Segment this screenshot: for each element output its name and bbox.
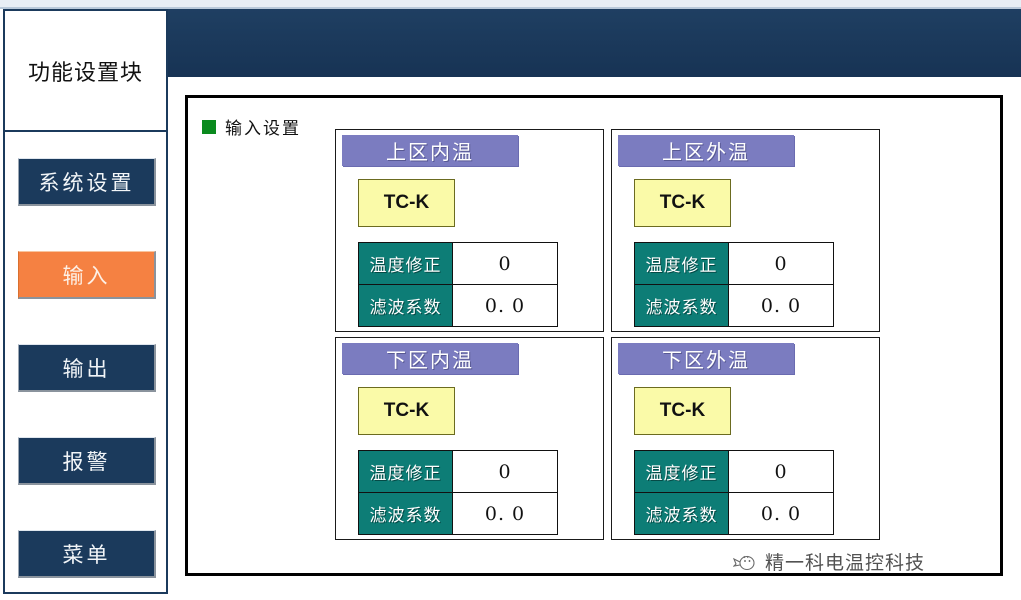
param-row: 滤波系数 0. 0 [359,493,557,534]
param-row: 温度修正 0 [359,451,557,493]
input-panel-upper-inner[interactable]: 上区内温 TC-K 温度修正 0 滤波系数 0. [335,129,604,332]
param-row: 温度修正 0 [359,243,557,285]
input-panel-grid: 上区内温 TC-K 温度修正 0 滤波系数 0. [335,129,880,557]
panel-titlebar: 下区内温 [342,343,518,374]
param-value-filter-coefficient[interactable]: 0. 0 [729,285,833,326]
sidebar-item-input[interactable]: 输入 [18,251,156,299]
panel-column-left: 上区内温 TC-K 温度修正 0 滤波系数 0. [335,129,604,557]
header-band-fill [168,9,1021,77]
param-value-temp-correction[interactable]: 0 [729,243,833,284]
panel-titlebar: 下区外温 [618,343,794,374]
sensor-type-button[interactable]: TC-K [634,387,731,435]
param-label-filter-coefficient: 滤波系数 [635,285,729,326]
input-panel-upper-outer[interactable]: 上区外温 TC-K 温度修正 0 滤波系数 0. [611,129,880,332]
param-label-filter-coefficient: 滤波系数 [359,493,453,534]
param-row: 温度修正 0 [635,243,833,285]
param-value-temp-correction[interactable]: 0 [453,451,557,492]
panel-title-label: 下区内温 [386,348,474,372]
sensor-type-button[interactable]: TC-K [358,179,455,227]
sidebar-item-label: 系统设置 [38,170,135,195]
param-row: 滤波系数 0. 0 [359,285,557,326]
sensor-type-label: TC-K [383,400,430,421]
section-header: 输入设置 [202,114,301,139]
param-label-filter-coefficient: 滤波系数 [359,285,453,326]
param-value-filter-coefficient[interactable]: 0. 0 [453,285,557,326]
sensor-type-label: TC-K [659,400,706,421]
sensor-type-button[interactable]: TC-K [634,179,731,227]
input-panel-lower-outer[interactable]: 下区外温 TC-K 温度修正 0 滤波系数 0. [611,337,880,540]
panel-column-right: 上区外温 TC-K 温度修正 0 滤波系数 0. [611,129,880,557]
sidebar-title: 功能设置块 [5,11,166,132]
header-band [168,9,1021,77]
param-value-temp-correction[interactable]: 0 [453,243,557,284]
param-label-filter-coefficient: 滤波系数 [635,493,729,534]
sidebar-item-system-settings[interactable]: 系统设置 [18,158,156,206]
content-frame: 输入设置 上区内温 TC-K 温度修正 [185,95,1003,576]
param-row: 滤波系数 0. 0 [635,285,833,326]
panel-titlebar: 上区内温 [342,135,518,166]
input-panel-lower-inner[interactable]: 下区内温 TC-K 温度修正 0 滤波系数 0. [335,337,604,540]
square-bullet-icon [202,119,216,134]
sensor-type-label: TC-K [383,192,430,213]
panel-title-label: 上区外温 [662,140,750,164]
sidebar-nav-list: 系统设置 输入 输出 报警 菜单 [5,134,166,592]
param-table: 温度修正 0 滤波系数 0. 0 [634,242,834,327]
sidebar-item-label: 菜单 [62,542,111,567]
param-label-temp-correction: 温度修正 [359,243,453,284]
sidebar-item-menu[interactable]: 菜单 [18,530,156,578]
sensor-type-button[interactable]: TC-K [358,387,455,435]
panel-title-label: 下区外温 [662,348,750,372]
param-row: 温度修正 0 [635,451,833,493]
sensor-type-label: TC-K [659,192,706,213]
content-area: 输入设置 上区内温 TC-K 温度修正 [168,77,1021,594]
param-table: 温度修正 0 滤波系数 0. 0 [634,450,834,535]
param-label-temp-correction: 温度修正 [635,451,729,492]
panel-title-label: 上区内温 [386,140,474,164]
sidebar-item-alarm[interactable]: 报警 [18,437,156,485]
panel-titlebar: 上区外温 [618,135,794,166]
param-table: 温度修正 0 滤波系数 0. 0 [358,450,558,535]
window-top-strip [0,0,1021,8]
section-title-label: 输入设置 [225,119,301,139]
param-value-filter-coefficient[interactable]: 0. 0 [453,493,557,534]
param-row: 滤波系数 0. 0 [635,493,833,534]
param-table: 温度修正 0 滤波系数 0. 0 [358,242,558,327]
sidebar-title-label: 功能设置块 [27,60,143,86]
sidebar-item-label: 输出 [62,356,111,381]
sidebar-item-output[interactable]: 输出 [18,344,156,392]
sidebar-item-label: 报警 [62,449,111,474]
param-value-filter-coefficient[interactable]: 0. 0 [729,493,833,534]
param-label-temp-correction: 温度修正 [635,243,729,284]
window-top-divider [0,7,1021,9]
sidebar: 功能设置块 系统设置 输入 输出 报警 菜单 [3,9,168,594]
param-value-temp-correction[interactable]: 0 [729,451,833,492]
param-label-temp-correction: 温度修正 [359,451,453,492]
sidebar-item-label: 输入 [62,263,111,288]
